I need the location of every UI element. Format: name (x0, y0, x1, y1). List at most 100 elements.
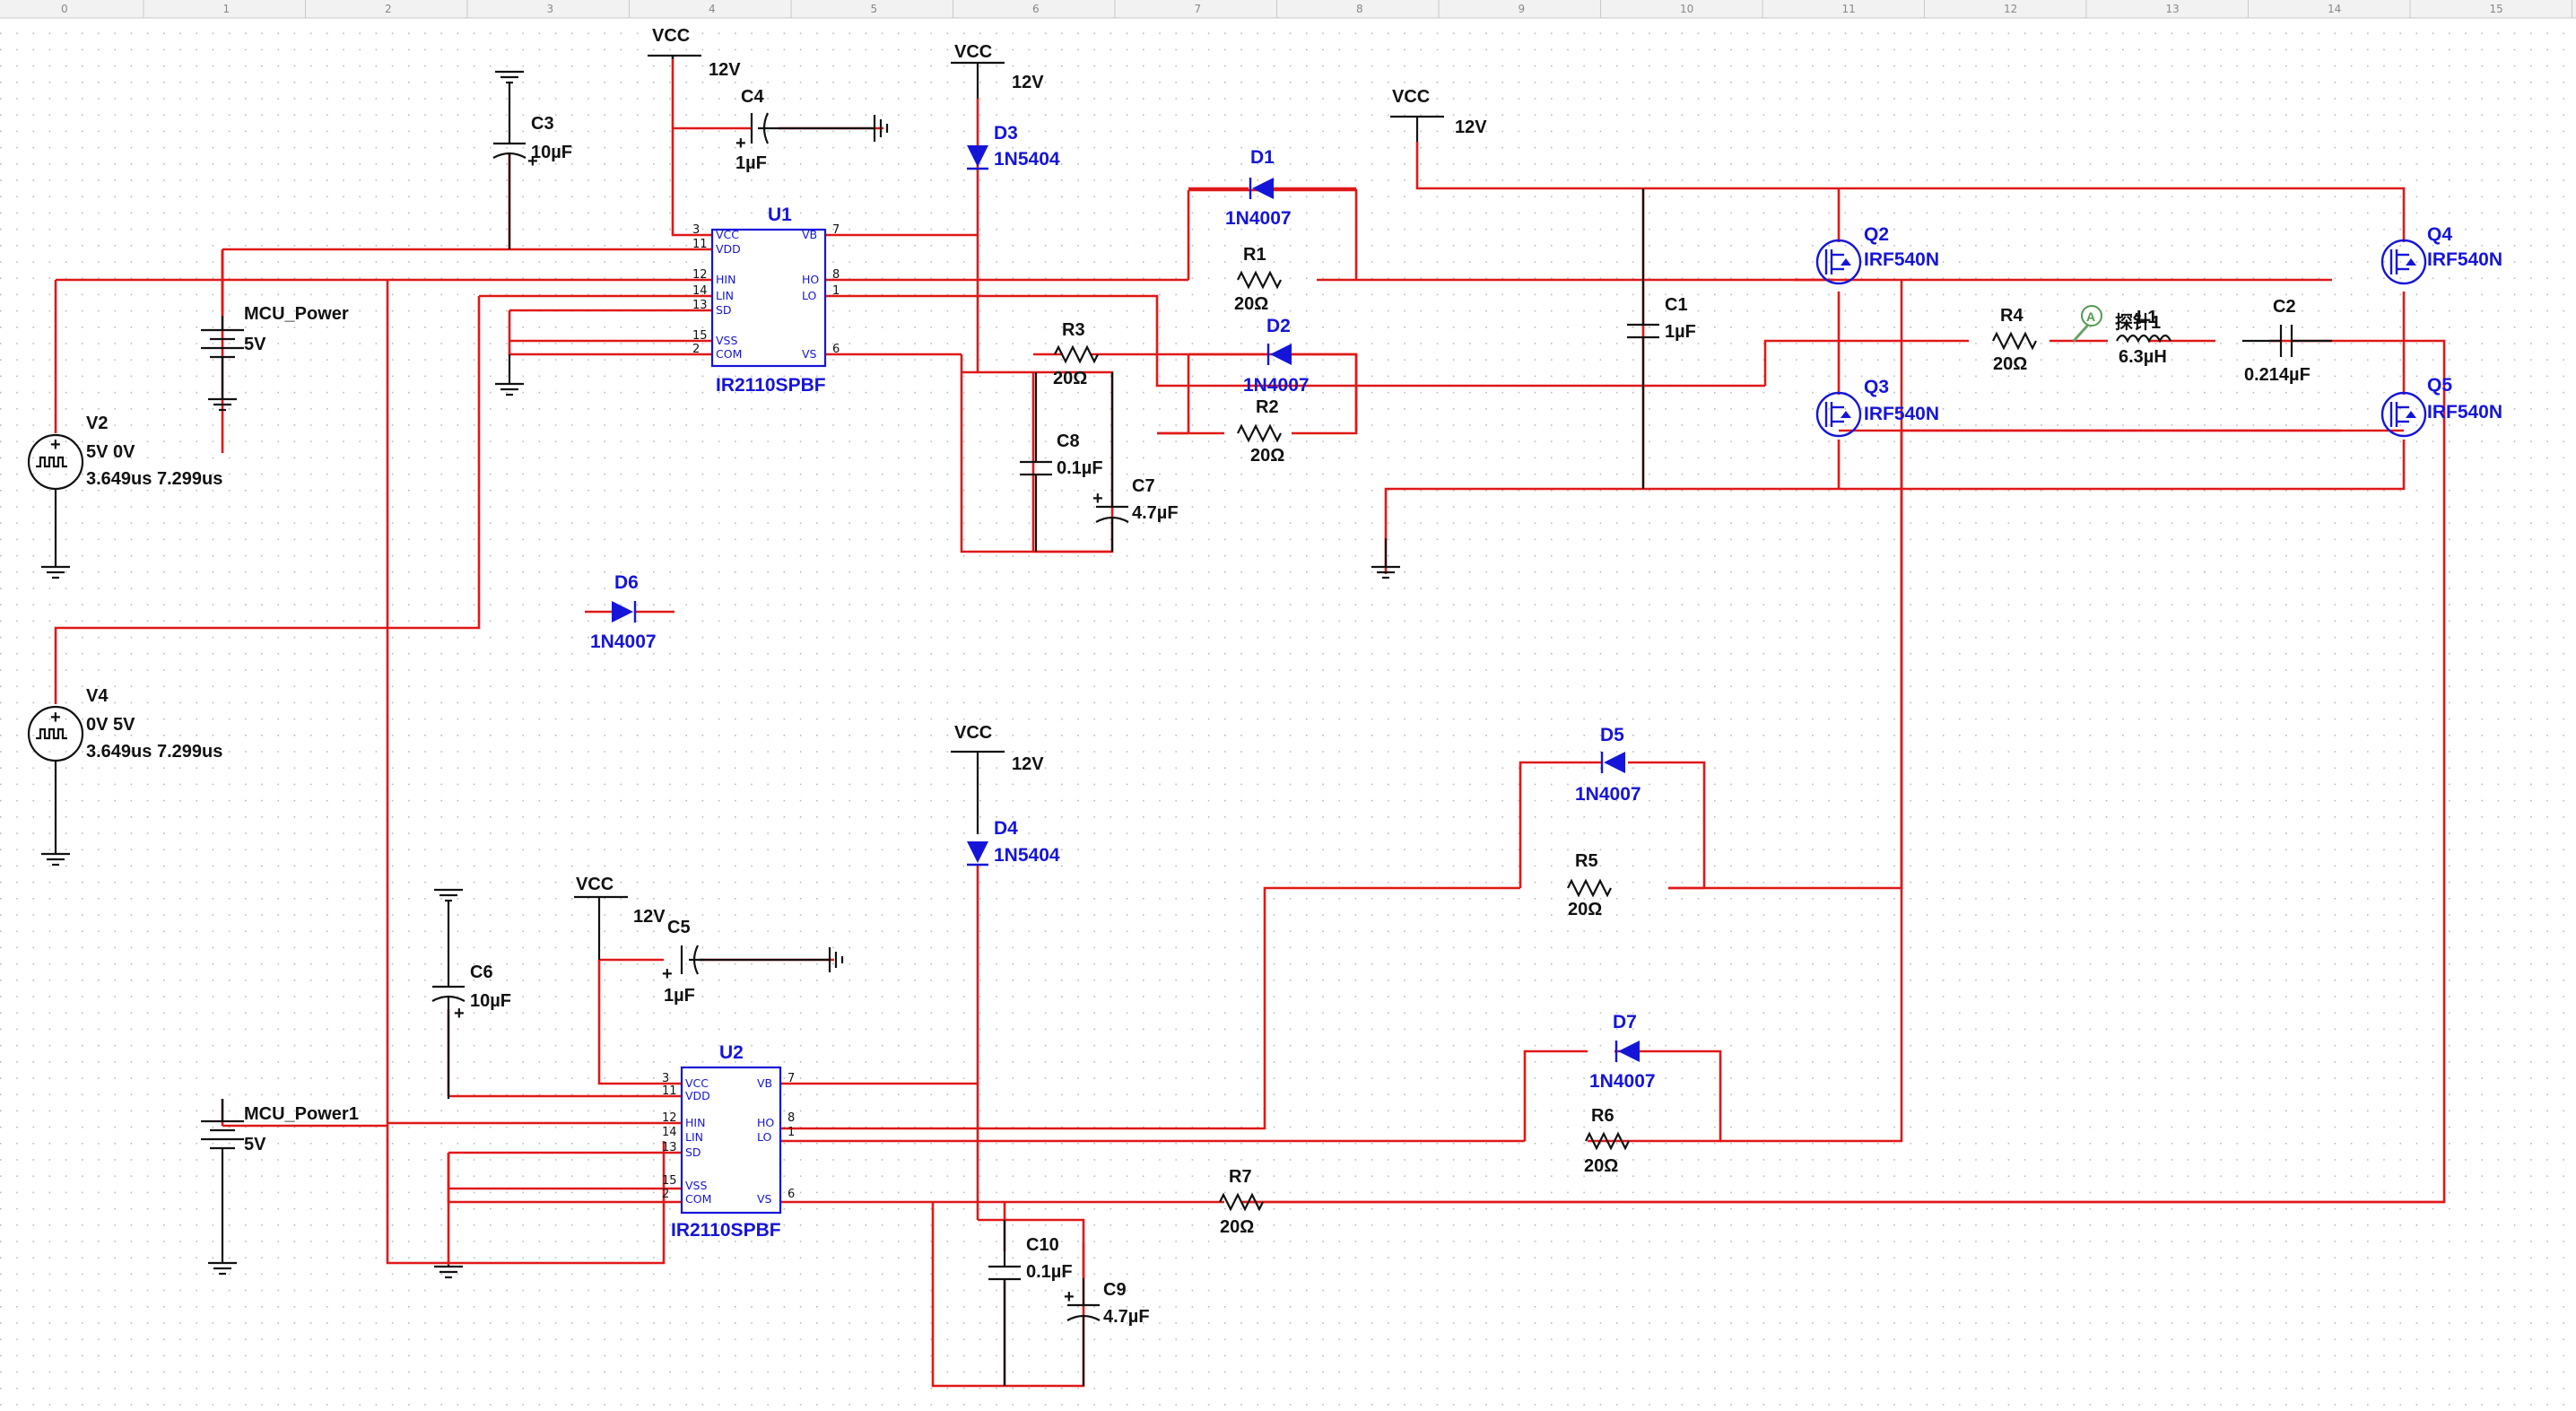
capacitor-c6[interactable]: + C6 10µF (431, 962, 511, 1099)
ic-pin-label: HO (757, 1116, 774, 1129)
c5-value: 1µF (664, 986, 695, 1006)
svg-text:+: + (1092, 489, 1103, 509)
d6-value: 1N4007 (590, 631, 657, 652)
mosfets[interactable]: Q2 IRF540N Q3 IRF540N Q4 IRF540N (1815, 224, 2502, 438)
diode-d2[interactable]: D2 1N4007 (1188, 316, 1356, 396)
ic-pin-number: 2 (692, 343, 700, 356)
resistor-r3[interactable]: R3 20Ω (1053, 320, 1099, 388)
r3-value: 20Ω (1053, 369, 1087, 388)
diode-d3[interactable]: D3 1N5404 (967, 123, 1060, 170)
q4-ref: Q4 (2427, 224, 2452, 245)
capacitor-c5[interactable]: + C5 1µF (662, 918, 704, 1006)
v12-label-u2: 12V (633, 907, 666, 927)
ic-u1[interactable]: U1 IR2110SPBF VCC3VDD11HIN12LIN14SD13VSS… (692, 205, 840, 396)
ground-icon (495, 354, 524, 396)
diodes[interactable]: D1 1N4007 D2 1N4007 D3 1N5404 D4 1N5404 (585, 123, 1656, 1092)
ic-pin-number: 7 (832, 223, 840, 237)
ruler-label: 15 (2490, 3, 2503, 15)
vcc-label-u2: VCC (576, 875, 614, 894)
v2-param2: 3.649us 7.299us (86, 469, 222, 489)
diode-d6[interactable]: D6 1N4007 (585, 572, 674, 652)
c3-value: 10µF (531, 143, 572, 162)
mosfet-q3[interactable]: Q3 IRF540N (1815, 377, 1939, 438)
svg-text:+: + (735, 134, 746, 153)
probe-icon[interactable]: A (2072, 305, 2102, 343)
resistor-r6[interactable]: R6 20Ω (1584, 1106, 1630, 1176)
d1-value: 1N4007 (1225, 208, 1292, 229)
c10-ref: C10 (1026, 1235, 1059, 1255)
q5-ref: Q5 (2427, 375, 2452, 396)
vcc-label-d3: VCC (954, 42, 992, 62)
mosfet-q4[interactable]: Q4 IRF540N (2380, 224, 2502, 285)
mosfet-q5[interactable]: Q5 IRF540N (2380, 375, 2502, 438)
c7-value: 4.7µF (1132, 503, 1179, 523)
ic-pin-number: 6 (788, 1188, 795, 1201)
resistors[interactable]: R1 20Ω R2 20Ω R3 20Ω R4 20Ω R5 20Ω R6 20… (1053, 245, 2037, 1237)
capacitor-c3[interactable]: + C3 10µF (492, 114, 572, 249)
ic-u2[interactable]: U2 IR2110SPBF VCC3VDD11HIN12LIN14SD13VSS… (662, 1042, 795, 1241)
v12-label-u1: 12V (709, 60, 741, 80)
capacitor-c8[interactable]: C8 0.1µF (1020, 372, 1103, 552)
pulse-source-v4[interactable]: + V4 0V 5V 3.649us 7.299us (27, 686, 222, 762)
resistor-r2[interactable]: R2 20Ω (1237, 397, 1284, 466)
ic-pin-label: LO (802, 289, 817, 302)
ic-pin-number: 7 (788, 1072, 795, 1085)
battery-mcu-power[interactable]: MCU_Power 5V (201, 304, 349, 377)
capacitor-c9[interactable]: + C9 4.7µF (1064, 1278, 1150, 1386)
diode-d1[interactable]: D1 1N4007 (1188, 147, 1356, 229)
ic-pin-number: 6 (832, 343, 840, 356)
l1-value: 6.3µH (2119, 347, 2167, 367)
r3-ref: R3 (1062, 320, 1085, 340)
d1-ref: D1 (1250, 147, 1275, 168)
mcu-power-value: 5V (244, 335, 266, 354)
capacitor-c4[interactable]: + C4 1µF (735, 87, 779, 173)
q5-value: IRF540N (2427, 402, 2502, 422)
battery-mcu-power1[interactable]: MCU_Power1 5V (201, 1099, 359, 1166)
q3-value: IRF540N (1864, 404, 1939, 424)
ic-pin-label: LIN (685, 1130, 703, 1144)
ic-pin-label: HIN (716, 273, 735, 286)
inductor-l1[interactable]: L1 探针1 6.3µH (2115, 308, 2171, 367)
resistor-r5[interactable]: R5 20Ω (1567, 851, 1612, 919)
mosfet-q2[interactable]: Q2 IRF540N (1815, 224, 1939, 285)
svg-text:+: + (454, 1004, 465, 1023)
diode-d7[interactable]: D7 1N4007 (1589, 1012, 1656, 1092)
diode-d4[interactable]: D4 1N5404 (967, 818, 1060, 867)
resistor-r7[interactable]: R7 20Ω (1219, 1167, 1264, 1237)
capacitor-c1[interactable]: C1 1µF (1627, 188, 1696, 489)
resistor-r1[interactable]: R1 20Ω (1234, 245, 1282, 314)
r5-value: 20Ω (1568, 900, 1602, 919)
ic-pin-label: VCC (716, 228, 739, 241)
ic-pin-number: 12 (662, 1111, 677, 1125)
ic-pin-label: VDD (716, 242, 741, 256)
v4-param1: 0V 5V (86, 715, 135, 735)
capacitor-c2[interactable]: C2 0.214µF (2242, 297, 2332, 385)
capacitor-c7[interactable]: + C7 4.7µF (1092, 372, 1179, 552)
ic-pin-label: COM (685, 1192, 711, 1206)
ic-pin-label: VDD (685, 1089, 710, 1102)
capacitor-c10[interactable]: C10 0.1µF (988, 1220, 1073, 1386)
ground-icon (208, 1166, 237, 1276)
v12-label-d3: 12V (1012, 73, 1044, 92)
ruler-label: 11 (1842, 3, 1856, 15)
ic-pin-label: SD (685, 1145, 701, 1159)
ic-pin-number: 13 (662, 1141, 677, 1154)
u2-ref: U2 (719, 1042, 744, 1063)
d2-value: 1N4007 (1243, 375, 1310, 396)
c3-ref: C3 (531, 114, 554, 134)
d2-ref: D2 (1266, 316, 1291, 336)
pulse-source-v2[interactable]: + V2 5V 0V 3.649us 7.299us (27, 414, 222, 491)
resistor-r4[interactable]: R4 20Ω (1992, 306, 2037, 374)
c7-ref: C7 (1132, 476, 1155, 496)
diode-d5[interactable]: D5 1N4007 (1575, 725, 1641, 805)
c4-ref: C4 (741, 87, 764, 107)
q3-ref: Q3 (1864, 377, 1889, 397)
ground-icon (434, 888, 463, 973)
svg-text:+: + (662, 964, 673, 984)
c9-ref: C9 (1103, 1280, 1127, 1300)
capacitors[interactable]: + C3 10µF + C4 1µF C1 1µF C2 (431, 87, 2332, 1386)
r5-ref: R5 (1575, 851, 1598, 871)
ic-pin-number: 8 (788, 1111, 795, 1125)
